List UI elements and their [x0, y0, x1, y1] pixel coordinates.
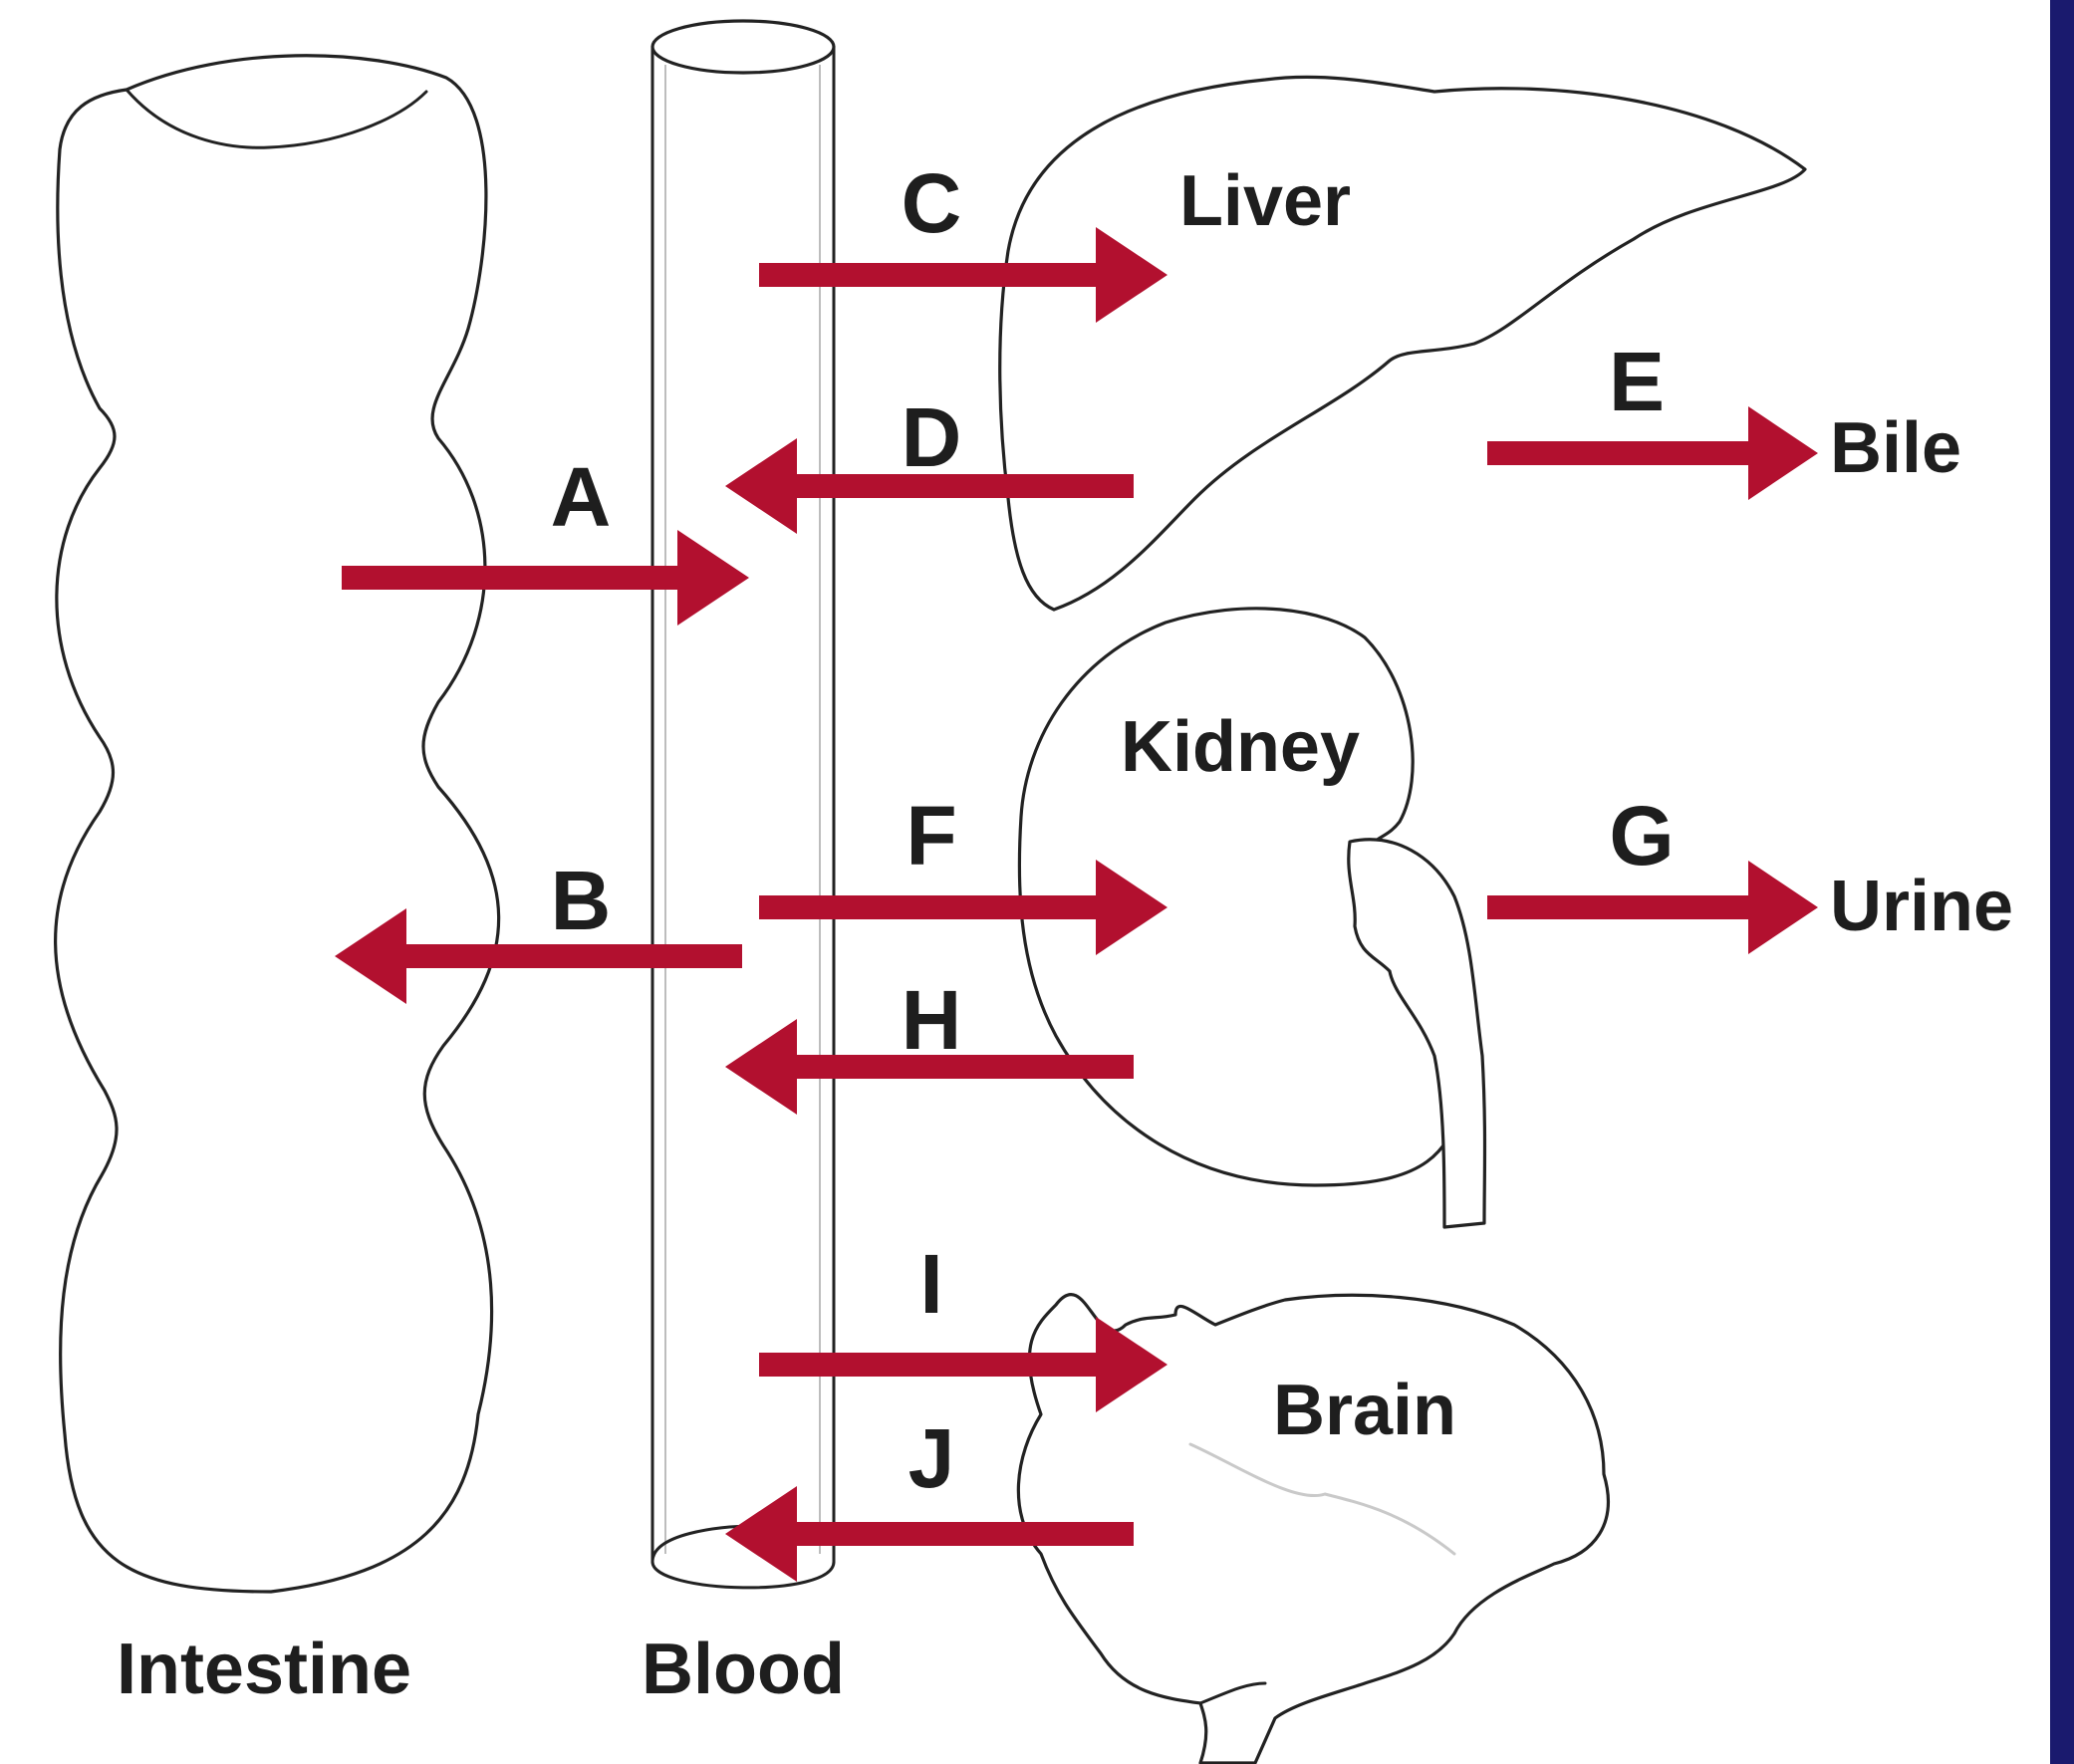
kidney-label: Kidney — [1121, 707, 1360, 787]
arrow-label-d: D — [902, 390, 962, 484]
bile-label: Bile — [1830, 408, 1961, 488]
frame-edge — [2050, 0, 2074, 1764]
arrow-label-c: C — [902, 156, 962, 250]
intestine-label: Intestine — [117, 1630, 411, 1709]
arrow-label-h: H — [902, 973, 962, 1067]
urine-label: Urine — [1830, 867, 2013, 946]
liver-label: Liver — [1179, 161, 1351, 241]
arrow-label-j: J — [908, 1411, 955, 1505]
arrow-label-f: F — [906, 789, 956, 882]
arrow-label-a: A — [551, 450, 612, 544]
blood-label: Blood — [642, 1630, 845, 1709]
arrow-label-i: I — [919, 1237, 942, 1331]
arrow-label-b: B — [551, 854, 612, 947]
blood-vessel-illustration — [652, 21, 834, 1588]
arrow-label-g: G — [1609, 789, 1674, 882]
liver-illustration — [1000, 77, 1805, 610]
arrow-label-e: E — [1609, 335, 1665, 428]
intestine-illustration — [56, 56, 499, 1592]
brain-label: Brain — [1273, 1371, 1456, 1450]
